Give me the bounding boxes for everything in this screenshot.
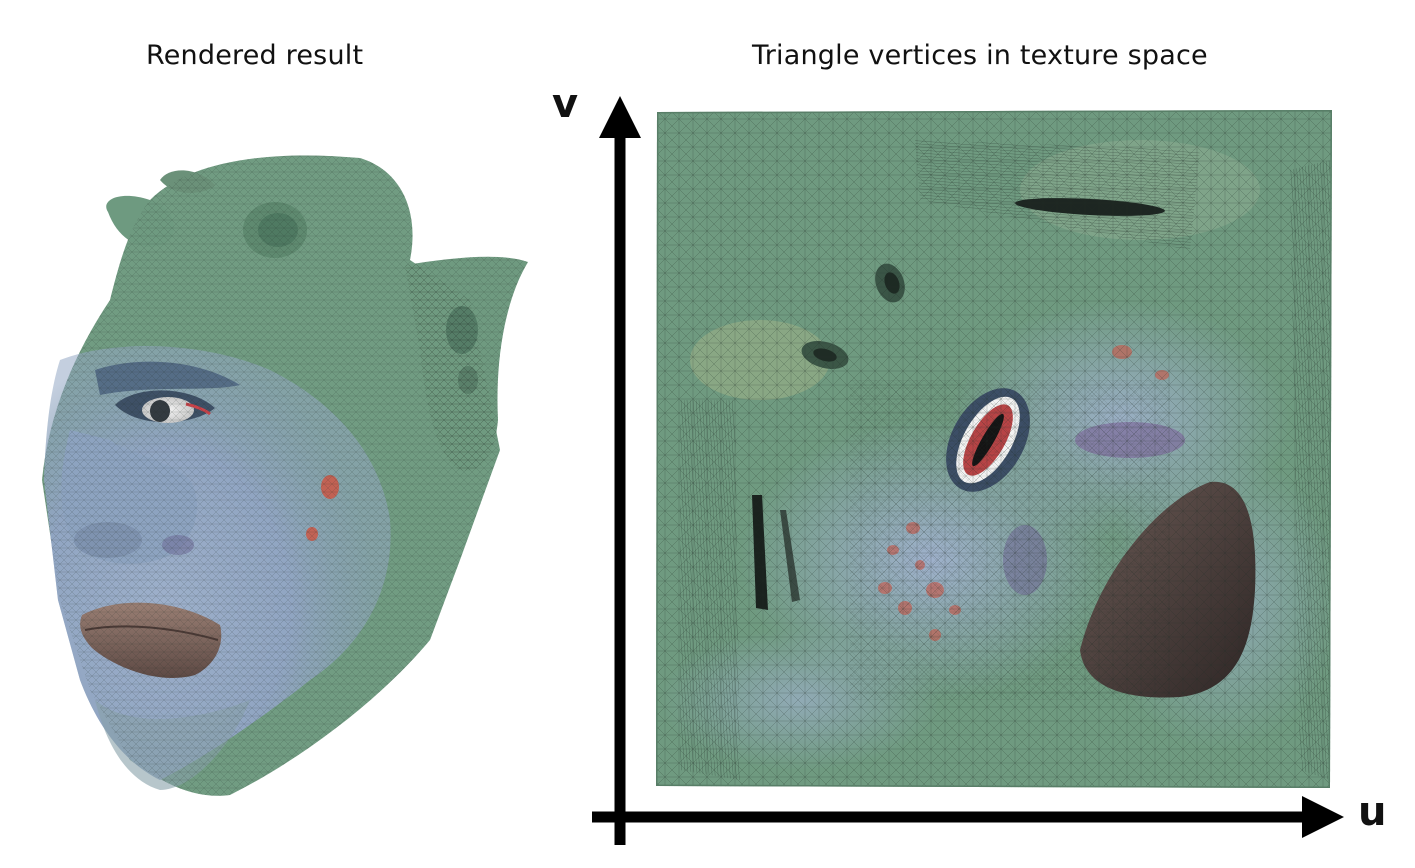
right-panel-title: Triangle vertices in texture space: [752, 40, 1208, 71]
u-axis-arrowhead: [1302, 796, 1344, 838]
left-panel-title: Rendered result: [146, 40, 364, 71]
v-axis-arrowhead: [599, 96, 641, 138]
u-axis-label: u: [1358, 789, 1387, 835]
rendered-head-illustration: [42, 155, 528, 796]
axes: [592, 96, 1344, 845]
texture-atlas: [656, 110, 1332, 788]
v-axis-label: v: [552, 81, 579, 127]
